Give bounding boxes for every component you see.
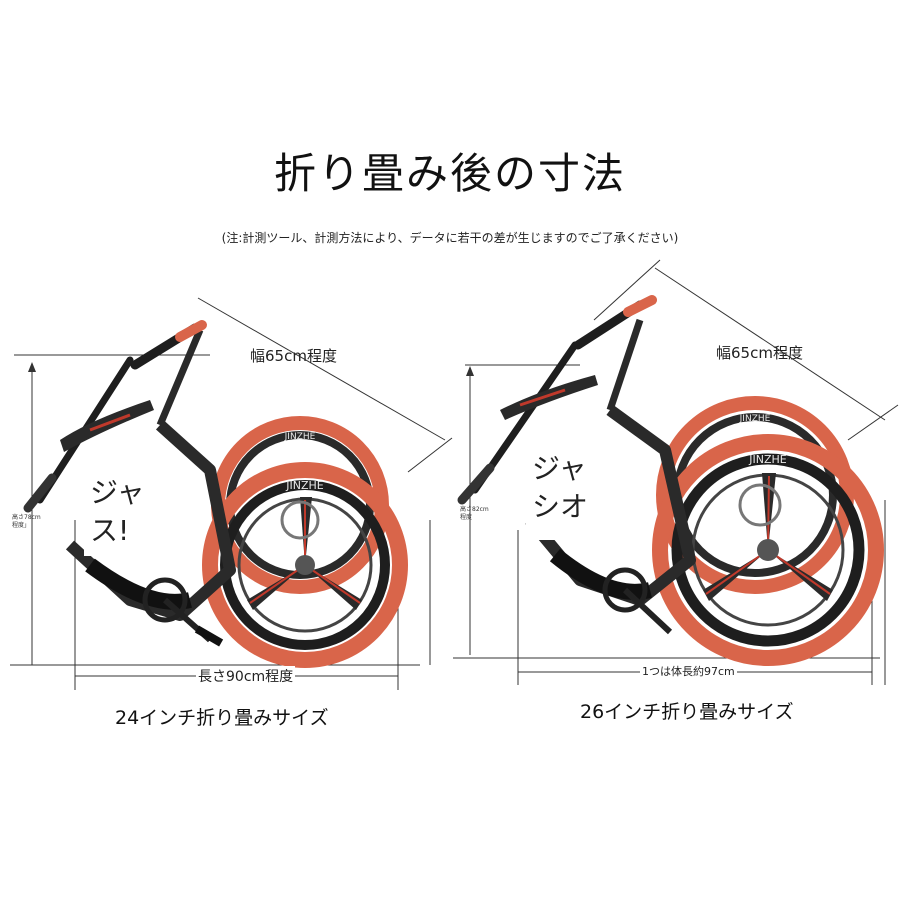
page-title: 折り畳み後の寸法 bbox=[273, 149, 626, 198]
right-caption: 26インチ折り畳みサイズ bbox=[580, 701, 794, 723]
wheel-brand-text: JINZHE bbox=[748, 453, 787, 466]
left-front-tire bbox=[202, 462, 408, 668]
right-front-tire bbox=[652, 434, 884, 666]
right-length-label: 1つは体長約97cm bbox=[640, 663, 737, 679]
wheel-brand-text: JINZHE bbox=[285, 479, 324, 492]
left-callout-box: ジャ ス! bbox=[84, 470, 154, 556]
left-width-line bbox=[197, 297, 446, 441]
measurement-note: (注:計測ツール、計測方法により、データに若干の差が生じますのでご了承ください) bbox=[221, 231, 679, 245]
left-width-label: 幅65cm程度 bbox=[250, 347, 337, 365]
right-height-label-line1: 高さ82cm bbox=[460, 506, 489, 513]
right-folded-bike bbox=[453, 259, 899, 685]
right-width-line bbox=[654, 267, 886, 421]
wheel-brand-text: JINZHE bbox=[284, 432, 316, 442]
left-height-label-line1: 高さ78cm bbox=[12, 514, 41, 521]
right-width-label: 幅65cm程度 bbox=[716, 344, 803, 362]
right-height-label-line2: 程度 bbox=[460, 514, 473, 521]
wheel-brand-text: JINZHE bbox=[739, 414, 771, 424]
left-height-label-line2: 程度」 bbox=[12, 522, 31, 529]
left-length-label: 長さ90cm程度 bbox=[196, 666, 296, 686]
left-folded-bike bbox=[10, 297, 453, 690]
right-callout-box: ジャ シオ bbox=[526, 446, 608, 540]
left-caption: 24インチ折り畳みサイズ bbox=[115, 707, 329, 729]
